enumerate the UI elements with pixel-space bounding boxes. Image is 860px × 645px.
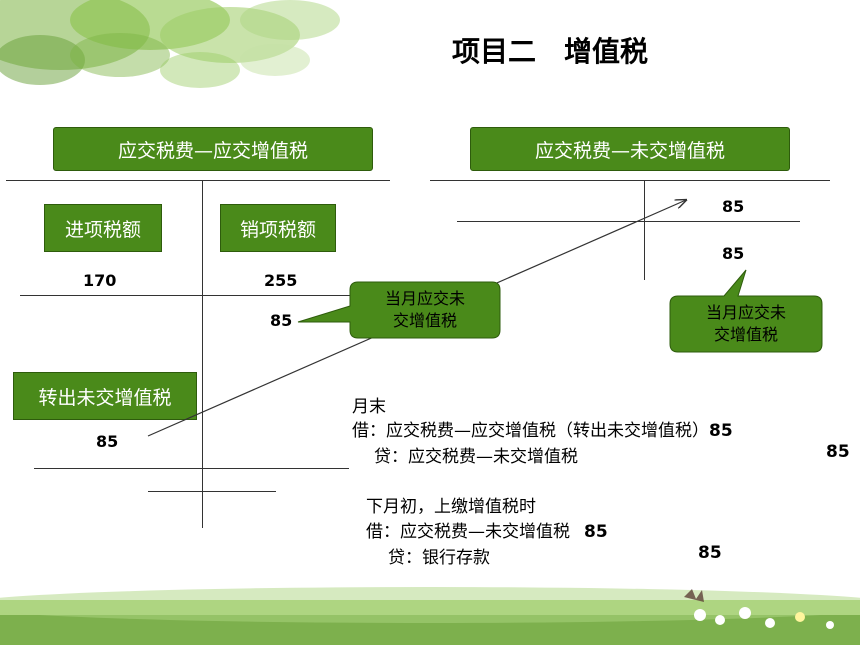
left-account-center-line <box>202 180 203 528</box>
credit-label-box: 销项税额 <box>220 204 336 252</box>
callout-right: 当月应交未 交增值税 <box>672 302 820 346</box>
right-credit-value: 85 <box>722 197 745 216</box>
credit-balance: 85 <box>270 311 293 330</box>
callout-right-line2: 交增值税 <box>713 325 778 344</box>
callout-left: 当月应交未 交增值税 <box>352 288 498 332</box>
entry-next-month-debit-amount: 85 <box>584 522 608 542</box>
credit-value: 255 <box>264 271 298 290</box>
left-account-header-text: 应交税费—应交增值税 <box>117 139 308 162</box>
callout-left-line2: 交增值税 <box>392 311 457 330</box>
entry-next-month-credit-amount: 85 <box>698 543 722 563</box>
entry-next-month-debit-text: 借：应交税费—未交增值税 <box>366 522 570 542</box>
transfer-label-box: 转出未交增值税 <box>13 372 197 420</box>
entry-month-end-debit: 借：应交税费—应交增值税（转出未交增值税）85 <box>352 416 733 441</box>
left-account-final-line <box>148 491 276 492</box>
entry-month-end-heading: 月末 <box>352 397 386 417</box>
right-credit-balance: 85 <box>722 244 745 263</box>
entry-next-month-credit: 贷：银行存款 <box>388 543 490 568</box>
right-account-center-line <box>644 180 645 280</box>
transfer-value: 85 <box>96 432 119 451</box>
left-account-subtotal-line <box>20 295 350 296</box>
entry-month-end-credit: 贷：应交税费—未交增值税 <box>374 442 578 467</box>
entry-month-end-debit-text: 借：应交税费—应交增值税（转出未交增值税） <box>352 421 709 441</box>
left-account-bottom-line <box>34 468 349 469</box>
debit-label: 进项税额 <box>64 218 141 241</box>
entry-month-end-credit-amount: 85 <box>826 442 850 462</box>
debit-value: 170 <box>83 271 117 290</box>
transfer-label: 转出未交增值税 <box>38 386 172 409</box>
right-account-top-line <box>430 180 830 181</box>
right-account-header: 应交税费—未交增值税 <box>470 127 790 171</box>
grass-decoration <box>0 587 860 645</box>
left-account-header: 应交税费—应交增值税 <box>53 127 373 171</box>
right-account-subtotal-line <box>457 221 800 222</box>
entry-month-end-credit-text: 贷：应交税费—未交增值税 <box>374 447 578 467</box>
right-account-header-text: 应交税费—未交增值税 <box>534 139 725 162</box>
slide-title: 项目二 增值税 <box>452 35 649 68</box>
entry-next-month-credit-text: 贷：银行存款 <box>388 548 490 568</box>
debit-label-box: 进项税额 <box>44 204 162 252</box>
credit-label: 销项税额 <box>239 218 316 241</box>
leaves-decoration <box>0 0 340 88</box>
callout-right-line1: 当月应交未 <box>705 303 786 322</box>
entry-next-month-debit: 借：应交税费—未交增值税 85 <box>366 517 608 542</box>
left-account-top-line <box>6 180 390 181</box>
entry-next-month-heading: 下月初，上缴增值税时 <box>366 497 536 517</box>
callout-left-line1: 当月应交未 <box>384 289 465 308</box>
entry-month-end-debit-amount: 85 <box>709 421 733 441</box>
